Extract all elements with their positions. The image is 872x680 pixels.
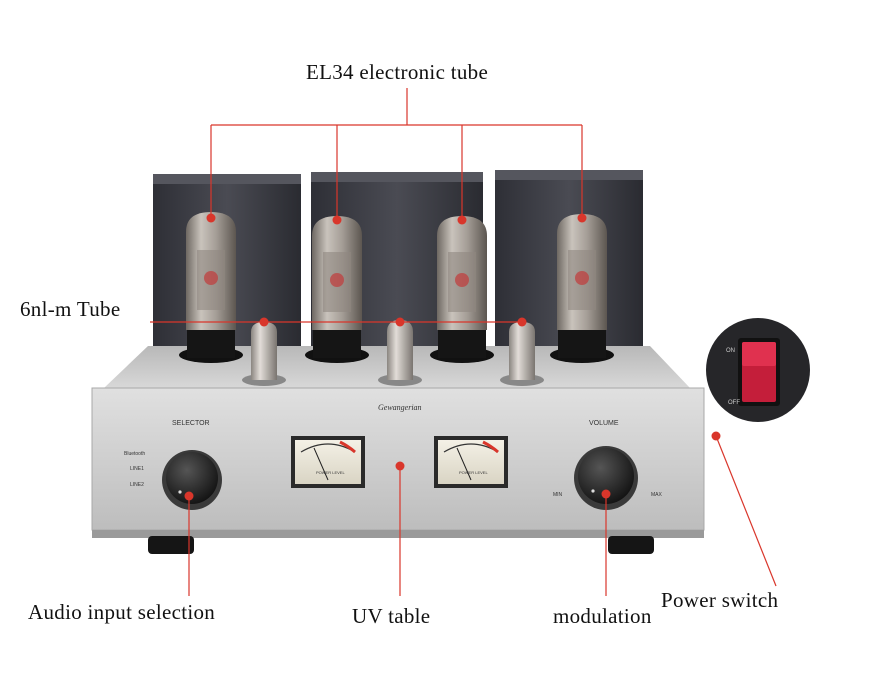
input-line1-label: LINE1 — [130, 466, 144, 472]
foot-left — [148, 536, 194, 554]
volume-min-label: MIN — [553, 492, 563, 498]
small-tube-3 — [500, 322, 544, 386]
el34-tube-3 — [430, 216, 494, 363]
meter-label-right: POWER LEVEL — [459, 470, 488, 475]
callout-dots — [184, 213, 721, 501]
foot-right — [608, 536, 654, 554]
callout-lines — [150, 88, 777, 596]
power-switch-inset — [706, 318, 810, 422]
small-tube-2 — [378, 320, 422, 386]
meter-label-left: POWER LEVEL — [316, 470, 345, 475]
el34-tube-1 — [179, 212, 243, 363]
switch-off-label: OFF — [728, 400, 740, 406]
input-line2-label: LINE2 — [130, 482, 144, 488]
callout-uv-table: UV table — [352, 604, 431, 628]
callout-modulation: modulation — [553, 604, 652, 628]
callout-power-switch: Power switch — [661, 588, 779, 612]
volume-label: VOLUME — [589, 420, 619, 427]
vu-meter-right — [434, 436, 508, 488]
volume-max-label: MAX — [651, 492, 662, 498]
callout-6nl-m: 6nl-m Tube — [20, 297, 121, 321]
input-bluetooth-label: Bluetooth — [124, 451, 146, 457]
volume-knob — [574, 446, 638, 510]
switch-on-label: ON — [726, 348, 735, 354]
brand-logo: Gewangerian — [378, 403, 422, 412]
callout-el34: EL34 electronic tube — [306, 60, 489, 84]
callout-audio-input: Audio input selection — [28, 600, 216, 624]
el34-tube-4 — [550, 214, 614, 363]
small-tube-1 — [242, 322, 286, 386]
selector-label: SELECTOR — [172, 420, 210, 427]
selector-knob — [162, 450, 222, 510]
el34-tube-2 — [305, 216, 369, 363]
vu-meter-left — [291, 436, 365, 488]
